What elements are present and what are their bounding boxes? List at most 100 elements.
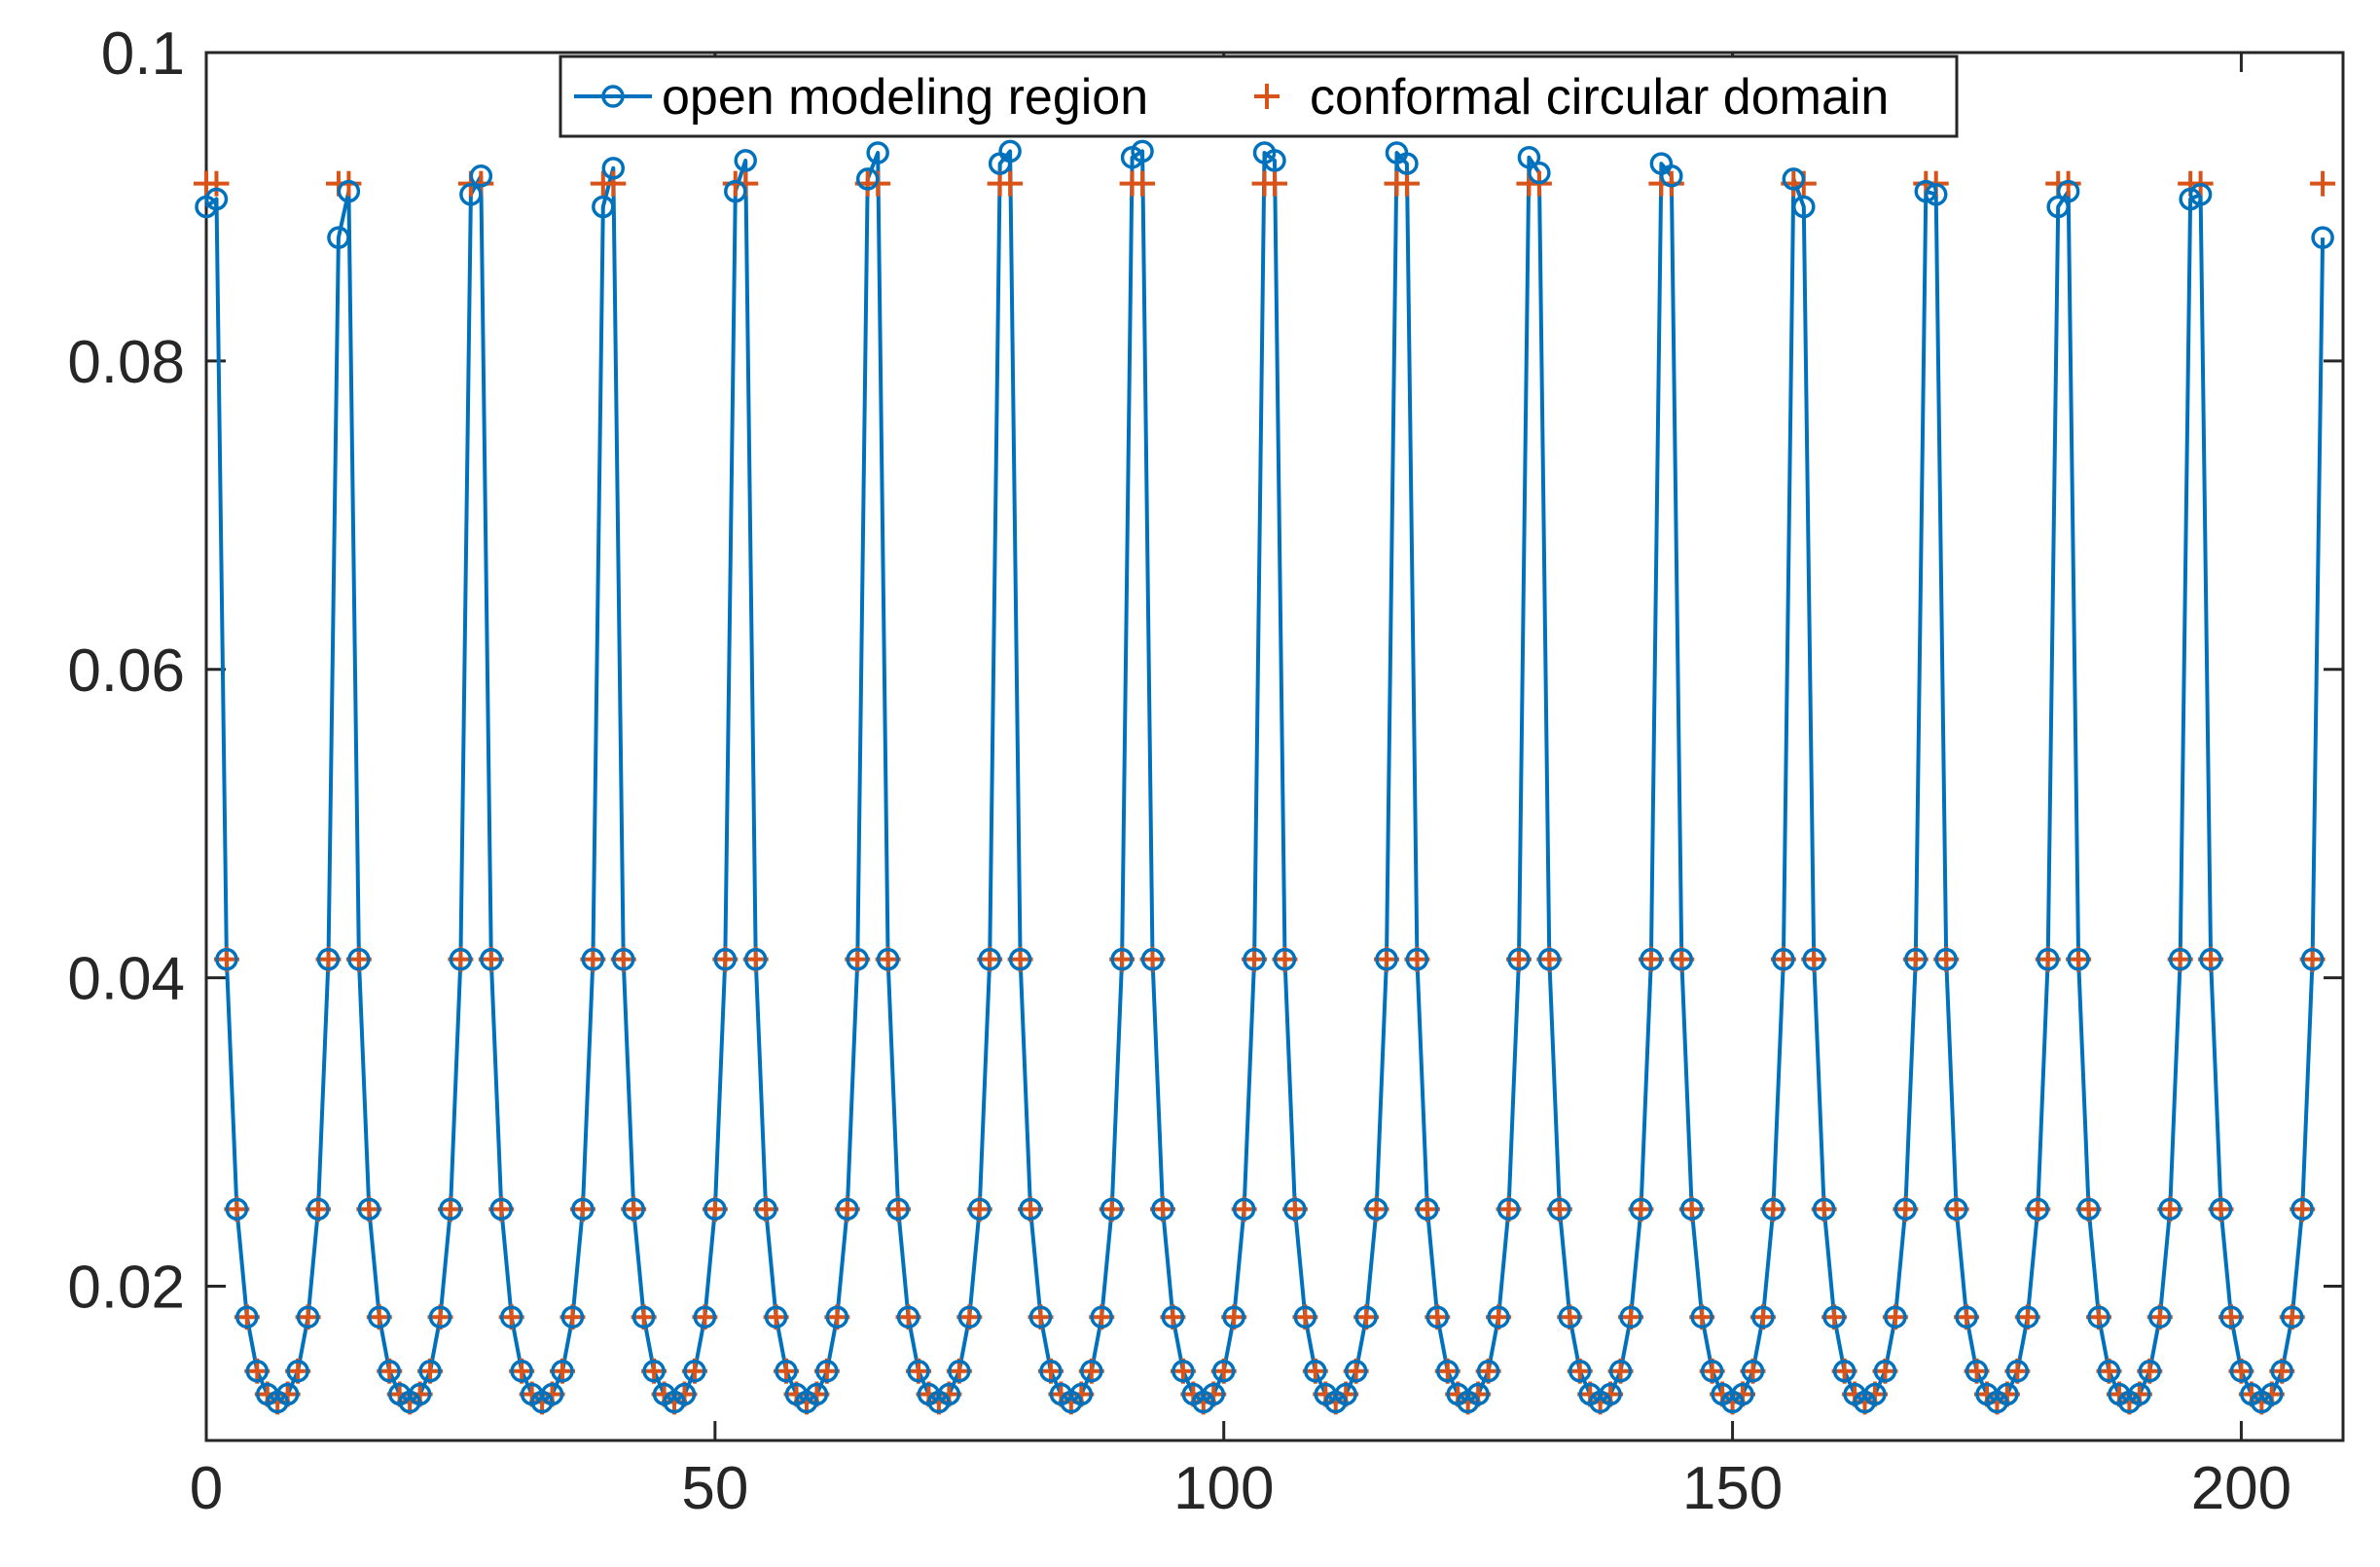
circle-marker-open-modeling	[1222, 1305, 1245, 1329]
circle-marker-open-modeling	[1232, 1197, 1256, 1221]
circle-marker-open-modeling	[275, 1382, 300, 1406]
circle-marker-open-modeling	[2056, 179, 2080, 203]
circle-marker-open-modeling	[408, 1382, 432, 1406]
circle-marker-open-modeling	[378, 1359, 401, 1383]
circle-marker-open-modeling	[1110, 947, 1134, 971]
circle-marker-open-modeling	[896, 1305, 920, 1329]
circle-marker-open-modeling	[1660, 164, 1683, 188]
circle-marker-open-modeling	[1944, 1197, 1968, 1221]
circle-marker-open-modeling	[693, 1305, 717, 1329]
circle-marker-open-modeling	[703, 1197, 727, 1221]
circle-marker-open-modeling	[1517, 145, 1541, 169]
circle-marker-open-modeling	[1832, 1359, 1857, 1383]
circle-marker-open-modeling	[592, 195, 615, 219]
circle-marker-open-modeling	[2097, 1359, 2121, 1383]
legend-label-open-modeling-region: open modeling region	[662, 69, 1148, 126]
plus-marker-conformal	[2310, 170, 2336, 197]
circle-marker-open-modeling	[1080, 1359, 1103, 1383]
circle-marker-open-modeling	[805, 1382, 829, 1406]
plus-marker-conformal	[1262, 170, 1287, 197]
circle-marker-open-modeling	[1812, 1197, 1836, 1221]
circle-marker-open-modeling	[948, 1359, 971, 1383]
plot-series	[194, 139, 2336, 1415]
circle-marker-open-modeling	[1802, 947, 1825, 971]
circle-marker-open-modeling	[836, 1197, 859, 1221]
circle-marker-open-modeling	[1772, 947, 1795, 971]
circle-marker-open-modeling	[2138, 1359, 2162, 1383]
circle-marker-open-modeling	[540, 1382, 564, 1406]
circle-marker-open-modeling	[1364, 1197, 1388, 1221]
circle-marker-open-modeling	[1416, 1197, 1439, 1221]
circle-marker-open-modeling	[1893, 1197, 1918, 1221]
circle-marker-open-modeling	[743, 947, 768, 971]
circle-marker-open-modeling	[1700, 1359, 1724, 1383]
circle-marker-open-modeling	[631, 1305, 656, 1329]
circle-marker-open-modeling	[775, 1359, 798, 1383]
circle-marker-open-modeling	[1782, 167, 1806, 191]
circle-marker-open-modeling	[480, 947, 503, 971]
circle-marker-open-modeling	[469, 164, 493, 188]
y-tick-label: 0.1	[101, 20, 185, 88]
circle-marker-open-modeling	[1243, 947, 1266, 971]
legend-circle-sample	[601, 85, 625, 108]
circle-marker-open-modeling	[1131, 139, 1154, 164]
y-axis-ticks: 0.020.040.060.080.1	[67, 20, 2343, 1322]
circle-marker-open-modeling	[1172, 1359, 1195, 1383]
circle-marker-open-modeling	[307, 1197, 330, 1221]
circle-marker-open-modeling	[642, 1359, 666, 1383]
y-tick-label: 0.08	[67, 329, 185, 396]
plus-marker-conformal	[203, 170, 230, 197]
circle-marker-open-modeling	[876, 947, 900, 971]
circle-marker-open-modeling	[2128, 1382, 2151, 1406]
circle-marker-open-modeling	[1914, 179, 1938, 203]
circle-marker-open-modeling	[754, 1197, 777, 1221]
circle-marker-open-modeling	[1151, 1197, 1174, 1221]
circle-marker-open-modeling	[2087, 1305, 2110, 1329]
plus-marker-conformal	[997, 170, 1024, 197]
circle-marker-open-modeling	[215, 947, 238, 971]
circle-marker-open-modeling	[2311, 226, 2334, 249]
circle-marker-open-modeling	[1537, 947, 1562, 971]
circle-marker-open-modeling	[724, 179, 747, 203]
circle-marker-open-modeling	[2148, 1305, 2172, 1329]
circle-marker-open-modeling	[1436, 1359, 1460, 1383]
circle-marker-open-modeling	[1028, 1305, 1053, 1329]
circle-marker-open-modeling	[815, 1359, 839, 1383]
circle-marker-open-modeling	[1608, 1359, 1633, 1383]
circle-marker-open-modeling	[327, 226, 350, 249]
circle-marker-open-modeling	[846, 947, 870, 971]
circle-marker-open-modeling	[1751, 1305, 1775, 1329]
circle-marker-open-modeling	[1568, 1359, 1592, 1383]
y-tick-label: 0.04	[67, 946, 185, 1013]
circle-marker-open-modeling	[1487, 1305, 1510, 1329]
circle-marker-open-modeling	[967, 1197, 992, 1221]
circle-marker-open-modeling	[439, 1197, 462, 1221]
x-tick-label: 200	[2191, 1455, 2291, 1522]
circle-marker-open-modeling	[2300, 947, 2325, 971]
circle-marker-open-modeling	[1008, 947, 1032, 971]
circle-marker-open-modeling	[560, 1305, 585, 1329]
circle-marker-open-modeling	[1548, 1197, 1571, 1221]
circle-marker-open-modeling	[1822, 1305, 1846, 1329]
circle-marker-open-modeling	[1304, 1359, 1327, 1383]
circle-marker-open-modeling	[1955, 1305, 1978, 1329]
circle-marker-open-modeling	[368, 1305, 391, 1329]
circle-marker-open-modeling	[286, 1359, 309, 1383]
circle-marker-open-modeling	[225, 1197, 249, 1221]
plus-marker-conformal	[1130, 170, 1156, 197]
circle-marker-open-modeling	[581, 947, 605, 971]
circle-marker-open-modeling	[245, 1359, 270, 1383]
circle-marker-open-modeling	[1425, 1305, 1450, 1329]
circle-marker-open-modeling	[1069, 1382, 1094, 1406]
circle-marker-open-modeling	[611, 947, 635, 971]
circle-marker-open-modeling	[1466, 1382, 1490, 1406]
circle-marker-open-modeling	[855, 167, 880, 191]
circle-marker-open-modeling	[2199, 947, 2222, 971]
circle-marker-open-modeling	[316, 947, 341, 971]
circle-marker-open-modeling	[2229, 1359, 2254, 1383]
circle-marker-open-modeling	[1283, 1197, 1307, 1221]
